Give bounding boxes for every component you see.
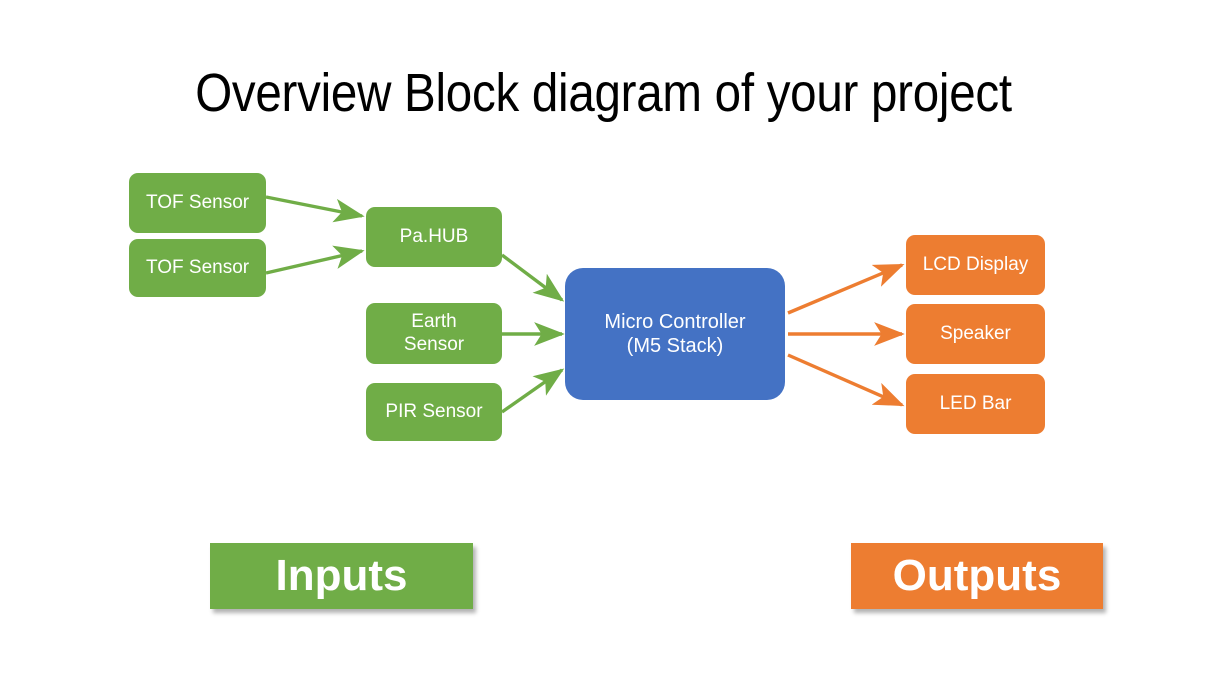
legend-inputs: Inputs bbox=[210, 543, 473, 609]
page-title: Overview Block diagram of your project bbox=[195, 63, 1012, 123]
block-label: TOF Sensor bbox=[146, 256, 250, 278]
block-pir-sensor[interactable]: PIR Sensor bbox=[366, 383, 502, 441]
block-tof-sensor-2[interactable]: TOF Sensor bbox=[129, 239, 266, 297]
block-tof-sensor-1[interactable]: TOF Sensor bbox=[129, 173, 266, 233]
block-micro-controller[interactable]: Micro Controller (M5 Stack) bbox=[565, 268, 785, 400]
block-label: LED Bar bbox=[939, 392, 1012, 414]
block-label: Pa.HUB bbox=[399, 225, 469, 247]
connector-pir-to-mcu bbox=[501, 368, 565, 414]
connector-mcu-to-ledbar bbox=[787, 353, 905, 407]
block-label: TOF Sensor bbox=[146, 191, 250, 213]
block-earth-sensor[interactable]: Earth Sensor bbox=[366, 303, 502, 364]
block-label-line1: Micro Controller bbox=[604, 311, 746, 333]
block-label-line1: Earth bbox=[411, 310, 457, 332]
block-lcd-display[interactable]: LCD Display bbox=[906, 235, 1045, 295]
connector-pahub-to-mcu bbox=[500, 253, 565, 302]
block-label: Earth Sensor bbox=[366, 311, 502, 357]
block-label: LCD Display bbox=[922, 253, 1029, 275]
block-label: Micro Controller (M5 Stack) bbox=[565, 310, 785, 358]
block-speaker[interactable]: Speaker bbox=[906, 304, 1045, 364]
legend-outputs: Outputs bbox=[851, 543, 1103, 609]
legend-inputs-label: Inputs bbox=[275, 551, 408, 600]
legend-outputs-label: Outputs bbox=[892, 551, 1062, 600]
block-led-bar[interactable]: LED Bar bbox=[906, 374, 1045, 434]
connector-tof2-to-pahub bbox=[265, 245, 365, 275]
block-label: PIR Sensor bbox=[385, 400, 483, 422]
block-label-line2: (M5 Stack) bbox=[626, 335, 724, 357]
block-pa-hub[interactable]: Pa.HUB bbox=[366, 207, 502, 267]
connector-mcu-to-lcd bbox=[787, 263, 905, 315]
block-label: Speaker bbox=[940, 322, 1011, 344]
block-label-line2: Sensor bbox=[403, 333, 465, 355]
connector-tof1-to-pahub bbox=[265, 195, 365, 223]
